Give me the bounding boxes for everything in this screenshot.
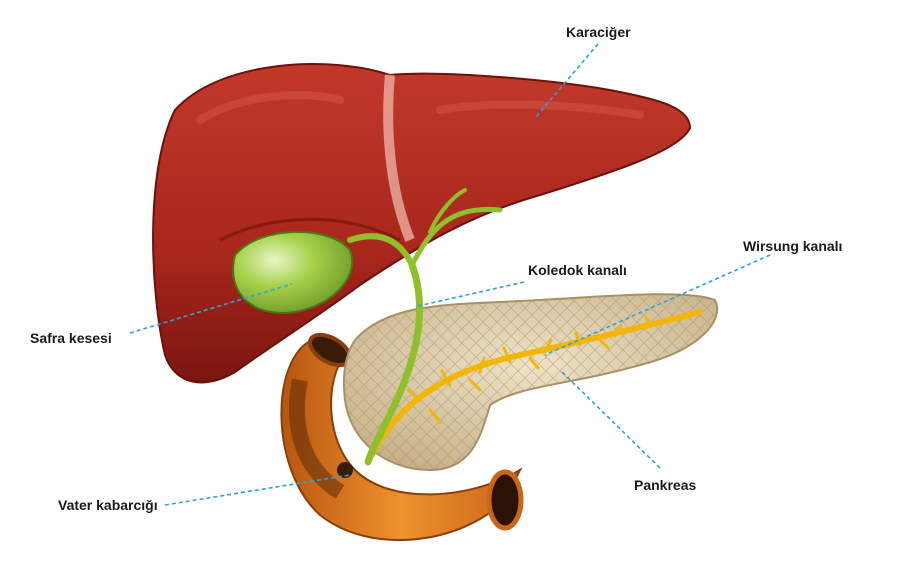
label-liver: Karaciğer	[566, 24, 631, 40]
leader-pancreas	[559, 369, 661, 469]
label-koledok: Koledok kanalı	[528, 262, 627, 278]
leader-liver	[534, 43, 599, 119]
label-wirsung: Wirsung kanalı	[743, 238, 842, 254]
leader-ampulla	[164, 474, 351, 506]
duodenum-opening-end	[486, 469, 524, 531]
gallbladder	[232, 230, 354, 314]
duodenum	[280, 332, 524, 541]
pancreatic-duct	[369, 309, 703, 458]
leader-wirsung	[544, 254, 771, 356]
label-pancreas: Pankreas	[634, 477, 696, 493]
leader-gallbladder	[129, 283, 293, 334]
pancreas	[342, 293, 719, 472]
ampulla-of-vater	[337, 462, 353, 478]
label-gallbladder: Safra kesesi	[30, 330, 112, 346]
bile-ducts	[347, 188, 503, 466]
label-ampulla: Vater kabarcığı	[58, 497, 158, 513]
